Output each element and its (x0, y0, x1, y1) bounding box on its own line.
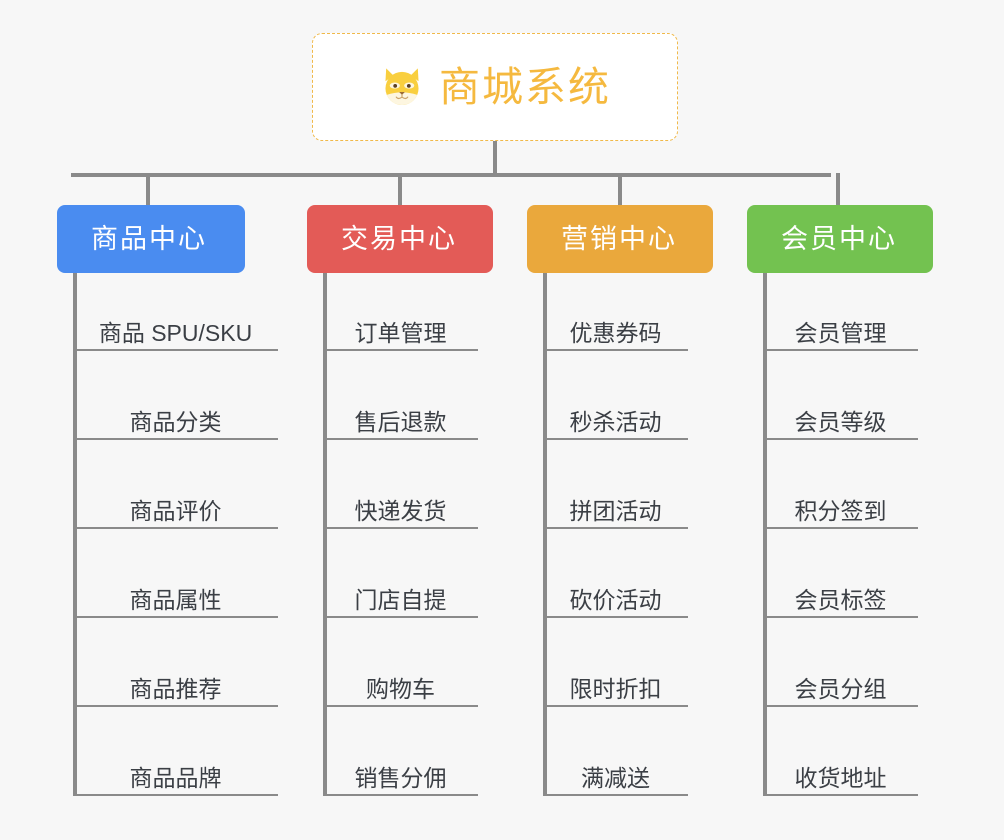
category-label-marketing-center: 营销中心 (561, 223, 677, 254)
leaf-item[interactable]: 门店自提 (323, 574, 478, 618)
leaf-item[interactable]: 会员分组 (763, 663, 918, 707)
leaf-item[interactable]: 积分签到 (763, 485, 918, 529)
leaf-item[interactable]: 售后退款 (323, 396, 478, 440)
leaf-item-label: 商品属性 (129, 586, 222, 613)
leaf-item-label: 会员等级 (794, 408, 887, 435)
leaf-item-label: 满减送 (581, 764, 650, 791)
horizontal-bus-connector (71, 173, 831, 177)
category-box-marketing-center[interactable]: 营销中心 (527, 205, 713, 273)
leaf-item-label: 购物车 (366, 675, 435, 702)
leaf-item-label: 快递发货 (354, 497, 447, 524)
column-spine-member-center (763, 273, 767, 796)
drop-connector-2 (398, 173, 402, 205)
leaf-item[interactable]: 秒杀活动 (543, 396, 688, 440)
root-title-label: 商城系统 (439, 63, 611, 110)
leaf-item[interactable]: 会员管理 (763, 307, 918, 351)
column-spine-product-center (73, 273, 77, 796)
leaf-item[interactable]: 商品品牌 (73, 752, 278, 796)
drop-connector-4 (836, 173, 840, 205)
leaf-item-label: 限时折扣 (569, 675, 662, 702)
leaf-item[interactable]: 限时折扣 (543, 663, 688, 707)
leaf-item-label: 会员标签 (794, 586, 887, 613)
leaf-item-label: 商品评价 (129, 497, 222, 524)
leaf-item-label: 拼团活动 (569, 497, 662, 524)
leaf-item[interactable]: 会员标签 (763, 574, 918, 618)
leaf-item-label: 收货地址 (794, 764, 887, 791)
leaf-item-label: 会员管理 (794, 319, 887, 346)
leaf-item[interactable]: 商品评价 (73, 485, 278, 529)
leaf-item-label: 商品 SPU/SKU (98, 319, 253, 346)
leaf-item-label: 砍价活动 (569, 586, 662, 613)
leaf-item-label: 商品品牌 (129, 764, 222, 791)
drop-connector-1 (146, 173, 150, 205)
leaf-item-label: 优惠券码 (569, 319, 662, 346)
category-box-product-center[interactable]: 商品中心 (57, 205, 245, 273)
leaf-item-label: 商品分类 (129, 408, 222, 435)
leaf-item-label: 会员分组 (794, 675, 887, 702)
leaf-item[interactable]: 购物车 (323, 663, 478, 707)
leaf-item[interactable]: 快递发货 (323, 485, 478, 529)
leaf-item-label: 销售分佣 (354, 764, 447, 791)
category-box-trade-center[interactable]: 交易中心 (307, 205, 493, 273)
leaf-item-label: 订单管理 (354, 319, 447, 346)
column-spine-trade-center (323, 273, 327, 796)
leaf-item[interactable]: 商品属性 (73, 574, 278, 618)
leaf-item-label: 积分签到 (794, 497, 887, 524)
category-label-member-center: 会员中心 (781, 223, 897, 254)
leaf-item[interactable]: 订单管理 (323, 307, 478, 351)
root-stem-connector (493, 141, 497, 177)
column-spine-marketing-center (543, 273, 547, 796)
leaf-item[interactable]: 拼团活动 (543, 485, 688, 529)
leaf-item[interactable]: 商品 SPU/SKU (73, 307, 278, 351)
leaf-item-label: 售后退款 (354, 408, 447, 435)
leaf-item-label: 秒杀活动 (569, 408, 662, 435)
category-label-product-center: 商品中心 (91, 223, 207, 254)
category-label-trade-center: 交易中心 (341, 223, 457, 254)
leaf-item[interactable]: 销售分佣 (323, 752, 478, 796)
leaf-item[interactable]: 商品推荐 (73, 663, 278, 707)
root-node[interactable]: 商城系统 (312, 33, 678, 141)
leaf-item[interactable]: 会员等级 (763, 396, 918, 440)
drop-connector-3 (618, 173, 622, 205)
leaf-item-label: 门店自提 (354, 586, 447, 613)
leaf-item[interactable]: 砍价活动 (543, 574, 688, 618)
leaf-item[interactable]: 优惠券码 (543, 307, 688, 351)
leaf-item[interactable]: 收货地址 (763, 752, 918, 796)
leaf-item[interactable]: 满减送 (543, 752, 688, 796)
leaf-item[interactable]: 商品分类 (73, 396, 278, 440)
leaf-item-label: 商品推荐 (129, 675, 222, 702)
shiba-dog-icon (379, 64, 425, 110)
category-box-member-center[interactable]: 会员中心 (747, 205, 933, 273)
